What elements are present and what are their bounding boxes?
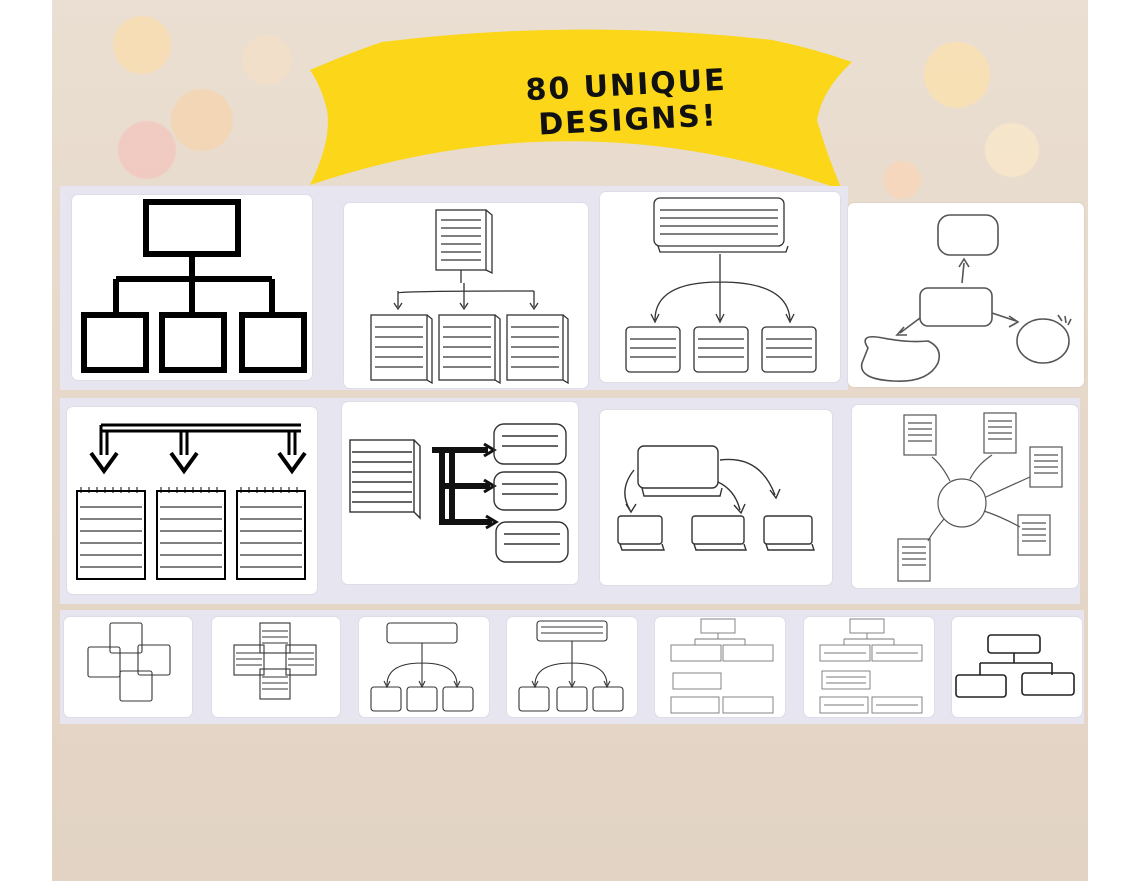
- template-small-tree-a[interactable]: [359, 617, 489, 717]
- template-four-lined-notes[interactable]: [212, 617, 340, 717]
- template-sketch-small-tree[interactable]: [952, 617, 1082, 717]
- template-lined-boxes-tree[interactable]: [344, 203, 588, 388]
- template-org-chart-bold[interactable]: [72, 195, 312, 380]
- template-thin-org-chart[interactable]: [655, 617, 785, 717]
- banner-ribbon: [310, 29, 852, 191]
- template-small-tree-b[interactable]: [507, 617, 637, 717]
- template-sketch-blob-flow[interactable]: [848, 203, 1084, 387]
- template-four-squares[interactable]: [64, 617, 192, 717]
- template-mind-map-circle[interactable]: [852, 405, 1078, 588]
- template-notepad-arrows[interactable]: [67, 407, 317, 594]
- template-curved-arrow-flow[interactable]: [600, 410, 832, 585]
- template-thin-org-chart-lined[interactable]: [804, 617, 934, 717]
- template-wide-header-tree[interactable]: [600, 192, 840, 382]
- template-bracket-branch[interactable]: [342, 402, 578, 584]
- promo-canvas: 80 UNIQUE DESIGNS!: [52, 0, 1088, 881]
